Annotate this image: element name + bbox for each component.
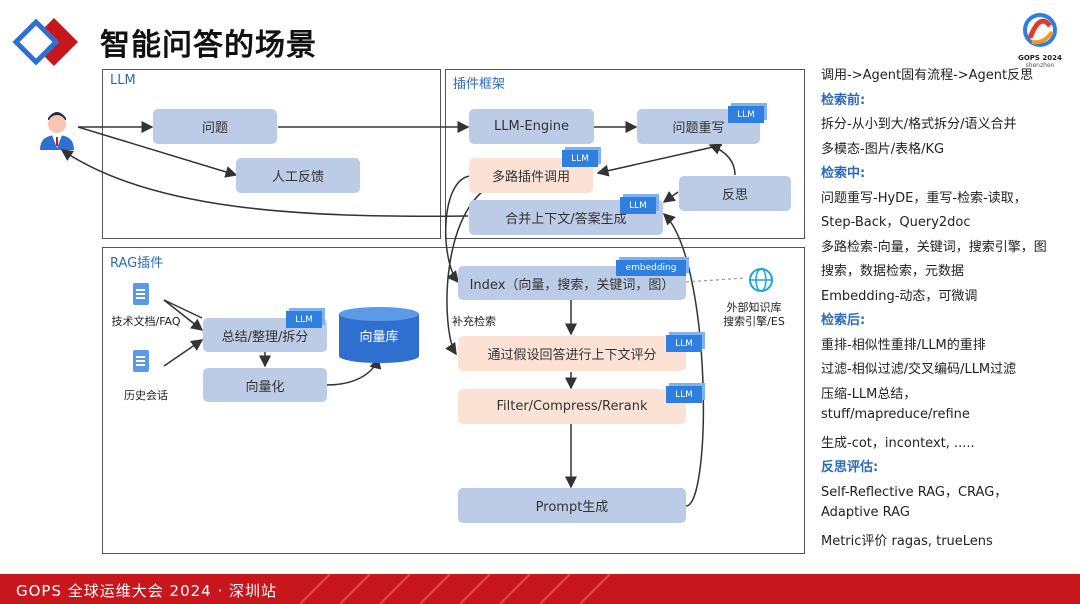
reflect-box: 反思	[679, 176, 791, 211]
sidebar-line: 搜索，数据检索，元数据	[821, 264, 965, 279]
llm-tag: LLM	[562, 150, 598, 167]
sidebar-line: Step-Back，Query2doc	[821, 215, 971, 230]
embedding-tag: embedding	[616, 260, 686, 276]
question-box: 问题	[153, 109, 277, 144]
sidebar-line: Metric评价 ragas, trueLens	[821, 533, 993, 549]
sidebar-line: 多路检索-向量，关键词，搜索引擎，图	[821, 239, 1047, 255]
llm-tag: LLM	[666, 335, 702, 352]
sidebar-line: Embedding-动态，可微调	[821, 288, 978, 304]
merge-generate-box: 合并上下文/答案生成	[469, 200, 663, 235]
document-icon	[133, 350, 149, 372]
llm-tag: LLM	[620, 197, 656, 214]
prompt-generation-box: Prompt生成	[458, 488, 686, 523]
supplement-label: 补充检索	[452, 315, 496, 328]
hypothetical-scoring-box: 通过假设回答进行上下文评分	[458, 336, 686, 371]
sidebar-line: Adaptive RAG	[821, 505, 910, 520]
filter-compress-rerank-box: Filter/Compress/Rerank	[458, 389, 686, 424]
sidebar-line: 拆分-从小到大/格式拆分/语义合并	[821, 117, 1017, 132]
user-icon	[40, 112, 74, 150]
vector-db-label: 向量库	[359, 330, 399, 345]
sidebar-heading: 反思评估:	[821, 460, 879, 475]
llm-tag: LLM	[666, 386, 702, 403]
sidebar-heading: 检索前:	[821, 92, 866, 108]
sidebar-line: stuff/mapreduce/refine	[821, 407, 970, 422]
globe-icon	[749, 268, 773, 292]
doc-faq-label: 技术文档/FAQ	[111, 315, 181, 328]
footer-text: GOPS 全球运维大会 2024 · 深圳站	[16, 582, 278, 600]
llm-frame-label: LLM	[110, 73, 136, 88]
external-knowledge-label: 外部知识库	[726, 301, 782, 314]
sidebar-line: Self-Reflective RAG，CRAG，	[821, 484, 1008, 500]
plugin-frame-label: 插件框架	[453, 77, 506, 92]
gops-logo-icon	[1023, 13, 1057, 47]
diamond-logo-icon	[12, 18, 78, 66]
footer-bar: GOPS 全球运维大会 2024 · 深圳站	[0, 574, 1080, 604]
index-box: Index（向量，搜索，关键词，图）	[458, 266, 686, 300]
sidebar-heading: 检索后:	[821, 313, 866, 328]
llm-tag: LLM	[728, 106, 764, 123]
logo-text: GOPS 2024	[1018, 54, 1062, 62]
feedback-box: 人工反馈	[236, 158, 360, 193]
sidebar-line: 问题重写-HyDE，重写-检索-读取，	[821, 190, 1027, 206]
search-engine-label: 搜索引擎/ES	[723, 315, 785, 328]
page-title: 智能问答的场景	[100, 28, 317, 63]
gops-logo: GOPS 2024 shenzhen	[1018, 10, 1062, 70]
sidebar-line: 多模态-图片/表格/KG	[821, 141, 945, 157]
sidebar-line: 调用->Agent固有流程->Agent反思	[821, 68, 1034, 83]
vectorize-box: 向量化	[203, 368, 327, 402]
vector-db: 向量库	[337, 306, 421, 364]
sidebar-line: 生成-cot，incontext, .....	[821, 435, 975, 451]
sidebar-heading: 检索中:	[821, 166, 866, 181]
footer-stripes	[299, 574, 611, 604]
rag-frame-label: RAG插件	[110, 256, 164, 271]
document-icon	[133, 283, 149, 305]
llm-engine-box: LLM-Engine	[469, 109, 594, 144]
database-icon	[339, 307, 419, 363]
question-rewrite-box: 问题重写	[637, 109, 760, 144]
sidebar-line: 重排-相似性重排/LLM的重排	[821, 337, 986, 353]
history-label: 历史会话	[124, 389, 168, 402]
sidebar-line: 过滤-相似过滤/交叉编码/LLM过滤	[821, 362, 1017, 377]
logo-subtext: shenzhen	[1025, 62, 1055, 69]
sidebar-line: 压缩-LLM总结，	[821, 386, 917, 402]
llm-tag: LLM	[286, 311, 322, 328]
